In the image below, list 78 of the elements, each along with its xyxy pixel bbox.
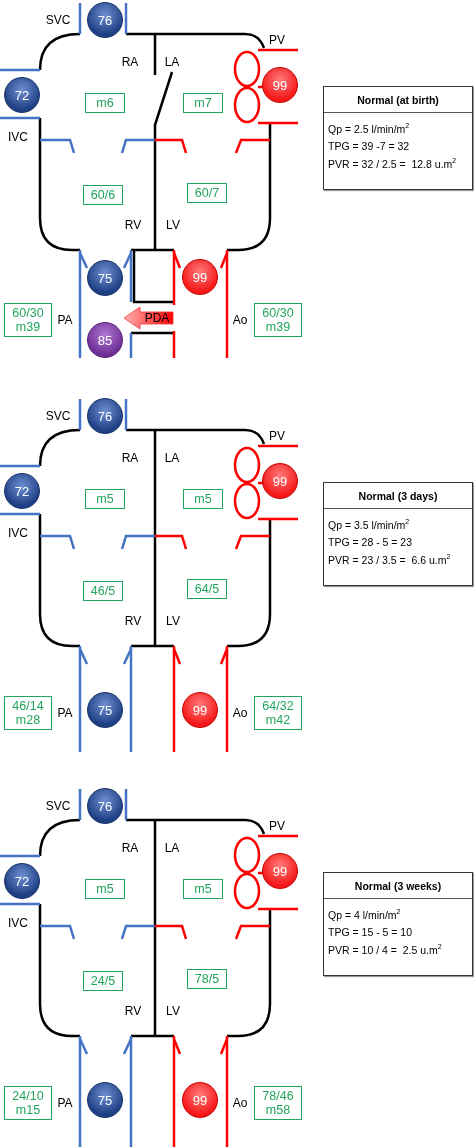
anatomy-label: RV (124, 1004, 142, 1018)
anatomy-label: PV (269, 429, 285, 443)
anatomy-label: IVC (8, 130, 28, 144)
saturation-circle: 99 (182, 1082, 218, 1118)
anatomy-label: Ao (232, 313, 248, 327)
pressure-box: m6 (85, 93, 125, 113)
pressure-box: 60/6 (83, 185, 123, 205)
anatomy-label: IVC (8, 916, 28, 930)
anatomy-label: SVC (45, 13, 71, 27)
anatomy-label: PV (269, 33, 285, 47)
anatomy-label: RV (124, 614, 142, 628)
info-panel (323, 482, 473, 586)
anatomy-label: SVC (45, 409, 71, 423)
anatomy-label: LV (166, 614, 180, 628)
anatomy-label: RA (121, 451, 139, 465)
pressure-box: m7 (183, 93, 223, 113)
saturation-circle: 99 (182, 692, 218, 728)
formula-text: TPG = 39 -7 = 32 (327, 139, 411, 152)
pressure-box: 64/32 m42 (254, 696, 302, 730)
anatomy-label: LA (164, 55, 180, 69)
pressure-box: m5 (183, 879, 223, 899)
anatomy-label: LA (164, 451, 180, 465)
formula-text: PVR = 10 / 4 = 2.5 u.m$^{2}$ (327, 942, 443, 955)
saturation-circle: 72 (4, 863, 40, 899)
anatomy-label: PA (57, 706, 73, 720)
formula-text: PVR = 32 / 2.5 = 12.8 u.m$^{2}$ (327, 156, 458, 169)
pressure-box: 78/46 m58 (254, 1086, 302, 1120)
edge-label: PDA (144, 311, 170, 325)
anatomy-label: SVC (45, 799, 71, 813)
formula-text: Qp = 2.5 l/min/m$^{2}$ (327, 122, 411, 135)
anatomy-label: RA (121, 841, 139, 855)
pressure-box: 78/5 (187, 969, 227, 989)
anatomy-label: PA (57, 1096, 73, 1110)
anatomy-label: PA (57, 313, 73, 327)
anatomy-label: Ao (232, 1096, 248, 1110)
saturation-circle: 76 (87, 788, 123, 824)
saturation-circle: 75 (87, 260, 123, 296)
saturation-circle: 76 (87, 2, 123, 38)
pressure-box: 46/5 (83, 581, 123, 601)
saturation-circle: 75 (87, 692, 123, 728)
formula-text: Qp = 4 l/min/m$^{2}$ (327, 908, 402, 921)
saturation-circle: 75 (87, 1082, 123, 1118)
saturation-circle: 99 (262, 463, 298, 499)
anatomy-label: Ao (232, 706, 248, 720)
saturation-circle: 99 (182, 259, 218, 295)
formula-text: Qp = 3.5 l/min/m$^{2}$ (327, 518, 411, 531)
formula-text: PVR = 23 / 3.5 = 6.6 u.m$^{2}$ (327, 552, 452, 565)
anatomy-label: PV (269, 819, 285, 833)
anatomy-label: IVC (8, 526, 28, 540)
saturation-circle: 85 (87, 322, 123, 358)
pressure-box: m5 (85, 879, 125, 899)
info-panel (323, 86, 473, 190)
anatomy-label: LV (166, 218, 180, 232)
pressure-box: 24/5 (83, 971, 123, 991)
info-panel (323, 872, 473, 976)
pressure-box: m5 (85, 489, 125, 509)
pressure-box: 60/7 (187, 183, 227, 203)
saturation-circle: 72 (4, 473, 40, 509)
formula-text: TPG = 15 - 5 = 10 (327, 925, 414, 938)
pressure-box: 60/30 m39 (4, 303, 52, 337)
formula-text: TPG = 28 - 5 = 23 (327, 535, 414, 548)
pressure-box: 24/10 m15 (4, 1086, 52, 1120)
anatomy-label: RA (121, 55, 139, 69)
pressure-box: m5 (183, 489, 223, 509)
shunt-arrow (123, 306, 174, 330)
anatomy-label: LA (164, 841, 180, 855)
pressure-box: 46/14 m28 (4, 696, 52, 730)
saturation-circle: 76 (87, 398, 123, 434)
info-heading: Normal (3 weeks) (324, 873, 472, 899)
anatomy-label: LV (166, 1004, 180, 1018)
pressure-box: 64/5 (187, 579, 227, 599)
info-heading: Normal (3 days) (324, 483, 472, 509)
saturation-circle: 99 (262, 67, 298, 103)
saturation-circle: 72 (4, 77, 40, 113)
anatomy-label: RV (124, 218, 142, 232)
info-heading: Normal (at birth) (324, 87, 472, 113)
saturation-circle: 99 (262, 853, 298, 889)
pressure-box: 60/30 m39 (254, 303, 302, 337)
